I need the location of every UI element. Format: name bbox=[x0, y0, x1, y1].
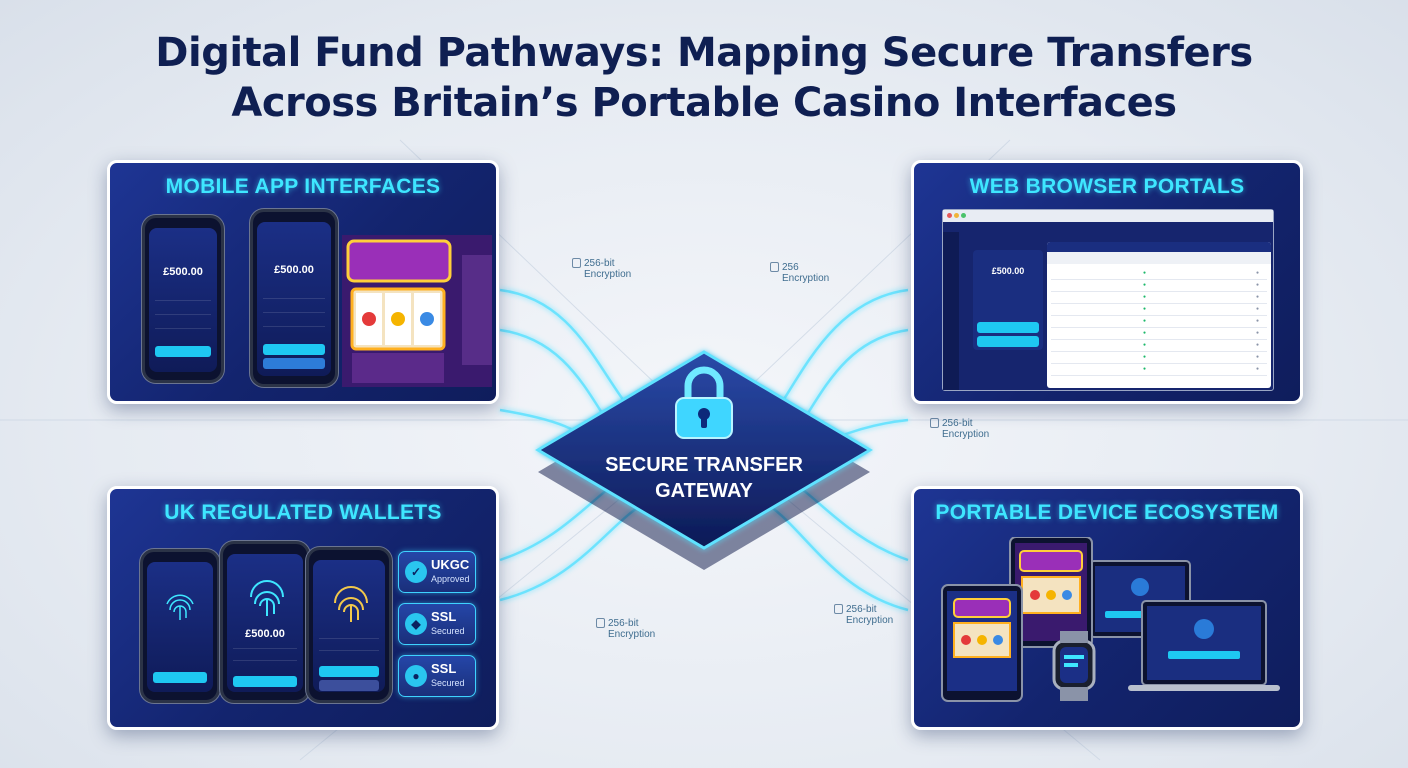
pay-button[interactable] bbox=[153, 672, 207, 683]
deposit-button[interactable] bbox=[977, 322, 1039, 333]
gateway-line-1: SECURE TRANSFER bbox=[605, 454, 803, 476]
shield-lock-icon: ◆ bbox=[405, 613, 427, 635]
gateway-label: SECURE TRANSFER GATEWAY bbox=[558, 452, 850, 504]
pay-button[interactable] bbox=[233, 676, 297, 687]
balance-amount: £500.00 bbox=[245, 628, 285, 640]
deposit-button[interactable] bbox=[155, 346, 211, 357]
badge-ssl: ● SSL Secured bbox=[398, 655, 476, 697]
panel-uk-wallets: UK REGULATED WALLETS £500.00 bbox=[107, 486, 499, 730]
transactions-window: ●● ●● ●● ●● ●● ●● ●● ●● ●● bbox=[1047, 242, 1271, 388]
withdraw-button[interactable] bbox=[263, 358, 325, 369]
panel-web-browser: WEB BROWSER PORTALS £500.00 ●● ●● ●● ●● … bbox=[911, 160, 1303, 404]
deposit-button[interactable] bbox=[263, 344, 325, 355]
phone-mockup: £500.00 bbox=[220, 541, 310, 703]
fingerprint-icon bbox=[334, 586, 368, 622]
panel-title: MOBILE APP INTERFACES bbox=[165, 175, 441, 198]
pay-button[interactable] bbox=[319, 666, 379, 677]
phone-mockup: £500.00 bbox=[250, 209, 338, 387]
fingerprint-icon bbox=[250, 580, 284, 616]
balance-amount: £500.00 bbox=[991, 266, 1025, 276]
phone-mockup bbox=[140, 549, 220, 703]
page-title: Digital Fund Pathways: Mapping Secure Tr… bbox=[0, 28, 1408, 128]
browser-window: £500.00 ●● ●● ●● ●● ●● ●● ●● ●● ●● bbox=[942, 209, 1274, 391]
lock-icon bbox=[596, 618, 605, 629]
phone-mockup bbox=[306, 547, 392, 703]
balance-amount: £500.00 bbox=[274, 264, 314, 276]
panel-title: WEB BROWSER PORTALS bbox=[969, 175, 1245, 198]
fingerprint-icon bbox=[166, 594, 194, 620]
device-collage bbox=[941, 537, 1280, 702]
gateway-line-2: GATEWAY bbox=[655, 480, 753, 502]
shield-check-icon: ✓ bbox=[405, 561, 427, 583]
lock-icon bbox=[834, 604, 843, 615]
slot-machine-image bbox=[342, 235, 492, 387]
gateway-diamond bbox=[535, 350, 873, 570]
withdraw-button[interactable] bbox=[977, 336, 1039, 347]
lock-icon bbox=[770, 262, 779, 273]
badge-ssl: ◆ SSL Secured bbox=[398, 603, 476, 645]
panel-device-ecosystem: PORTABLE DEVICE ECOSYSTEM bbox=[911, 486, 1303, 730]
badge-ukgc: ✓ UKGC Approved bbox=[398, 551, 476, 593]
padlock-icon bbox=[675, 366, 733, 439]
title-line-2: Across Britain’s Portable Casino Interfa… bbox=[231, 80, 1177, 126]
panel-title: UK REGULATED WALLETS bbox=[164, 501, 442, 524]
lock-icon bbox=[930, 418, 939, 429]
panel-mobile-app: MOBILE APP INTERFACES £500.00 £500.00 bbox=[107, 160, 499, 404]
title-line-1: Digital Fund Pathways: Mapping Secure Tr… bbox=[155, 30, 1253, 76]
balance-amount: £500.00 bbox=[163, 266, 203, 278]
panel-title: PORTABLE DEVICE ECOSYSTEM bbox=[935, 501, 1279, 524]
phone-mockup: £500.00 bbox=[142, 215, 224, 383]
lock-icon bbox=[572, 258, 581, 269]
cancel-button[interactable] bbox=[319, 680, 379, 691]
chat-lock-icon: ● bbox=[405, 665, 427, 687]
